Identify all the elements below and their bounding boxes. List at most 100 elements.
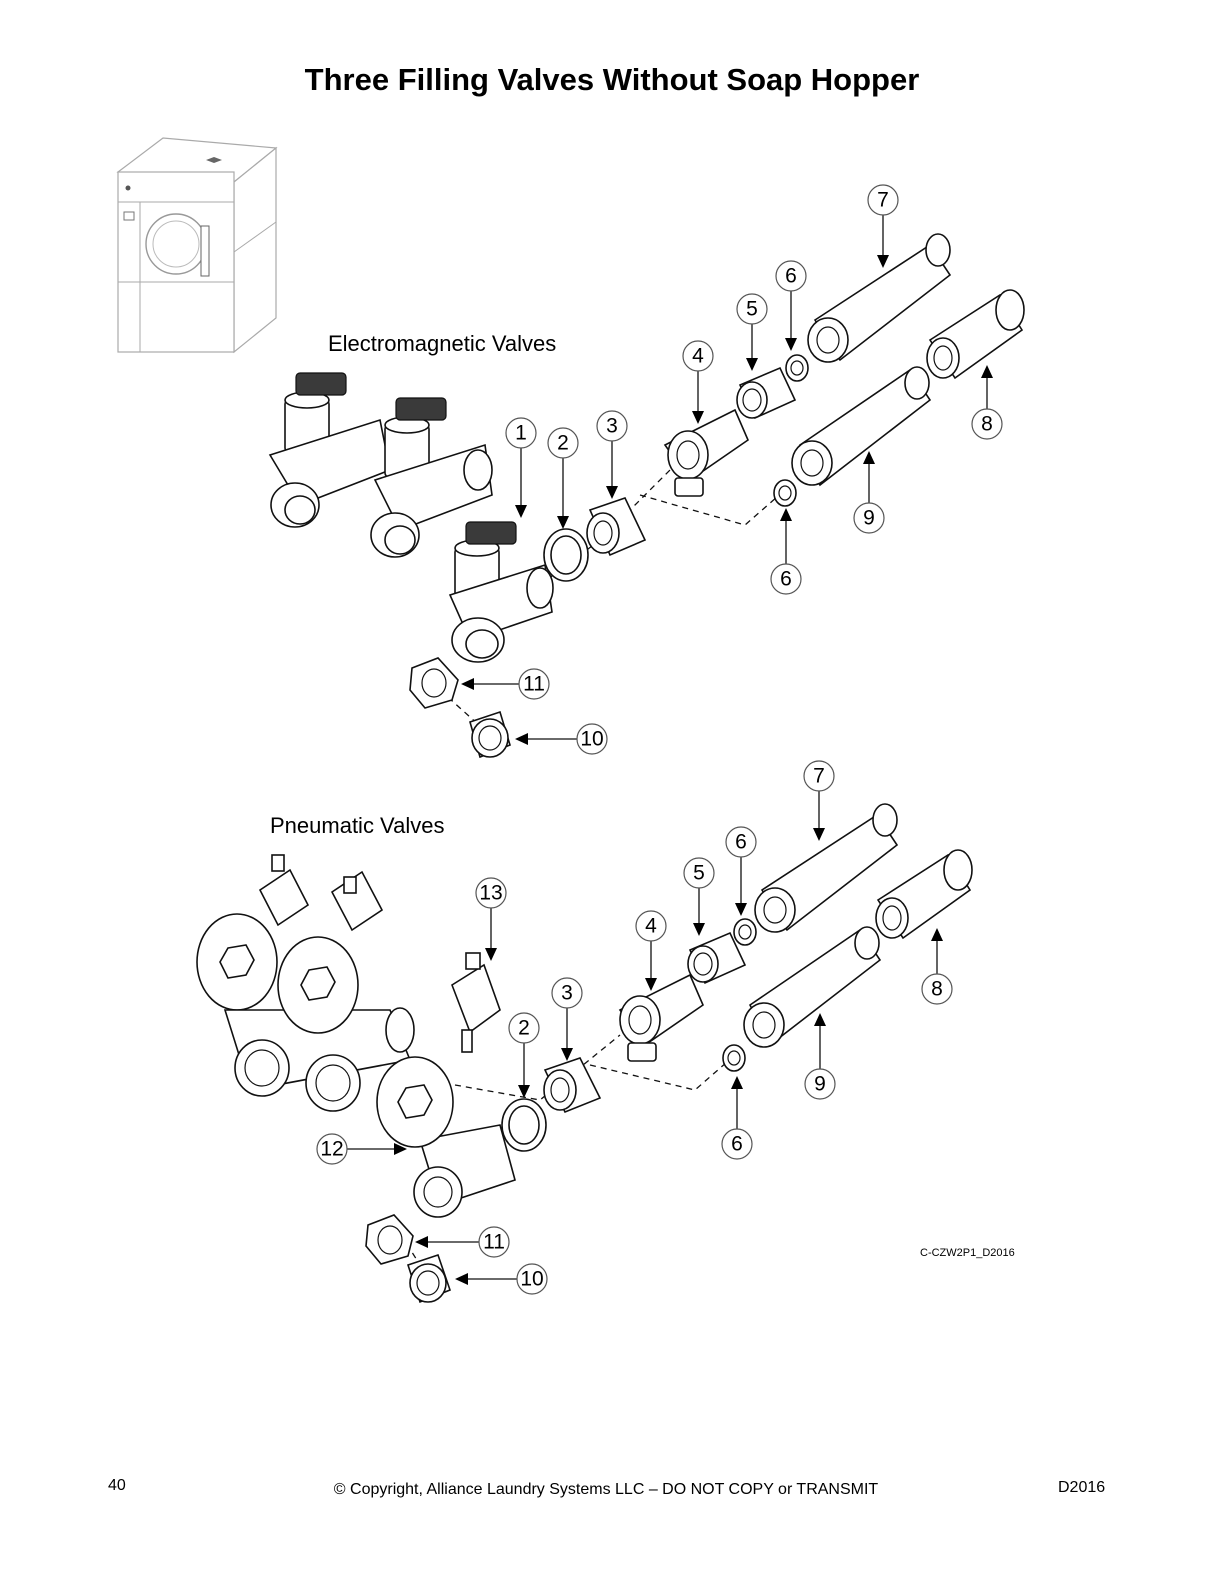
page-number: 40 [108,1477,126,1494]
callout-circle [478,1226,510,1258]
callout-1: 1 [505,417,537,449]
callout-number: 2 [557,432,569,455]
part-4-strainer [663,408,749,497]
part-12-pneumatic-valve [376,1056,516,1218]
part-4-strainer [618,973,704,1062]
callout-5: 5 [736,293,768,325]
callout-7: 7 [803,760,835,792]
callout-6: 6 [721,1128,753,1160]
callout-circle [682,340,714,372]
callout-circle [721,1128,753,1160]
part-3-nipple [586,497,647,557]
callout-9: 9 [804,1068,836,1100]
callout-4: 4 [682,340,714,372]
callout-11: 11 [518,668,550,700]
callout-6: 6 [775,260,807,292]
part-11-bushing [365,1214,414,1265]
electromagnetic-assembly [268,214,1025,759]
part-6-washer-lower [722,1044,746,1072]
callout-number: 12 [320,1138,343,1161]
callout-2: 2 [508,1012,540,1044]
part-1-solenoid-valve [448,521,554,663]
callout-circle [921,973,953,1005]
callout-circle [551,977,583,1009]
callout-number: 9 [863,507,875,530]
page-title: Three Filling Valves Without Soap Hopper [304,62,920,97]
callout-circle [475,877,507,909]
part-6-washer-lower [773,479,797,507]
part-10-nipple [469,710,511,759]
callout-10: 10 [576,723,608,755]
callout-circle [736,293,768,325]
callout-13: 13 [475,877,507,909]
callout-circle [683,857,715,889]
callout-number: 8 [931,978,943,1001]
callout-8: 8 [971,408,1003,440]
callout-3: 3 [596,410,628,442]
callout-10: 10 [516,1263,548,1295]
part-6-washer [733,918,757,946]
part-5-nipple [687,931,747,985]
callout-3: 3 [551,977,583,1009]
callout-circle [775,260,807,292]
callout-number: 3 [561,982,573,1005]
callout-circle [804,1068,836,1100]
callout-number: 5 [693,862,705,885]
callout-circle [853,502,885,534]
callout-circle [508,1012,540,1044]
copyright-text: © Copyright, Alliance Laundry Systems LL… [333,1481,879,1498]
callout-number: 9 [814,1073,826,1096]
part-10-nipple [406,1253,452,1304]
part-6-washer [785,354,809,382]
document-code: D2016 [1058,1479,1106,1496]
callout-number: 13 [479,882,502,905]
callout-number: 5 [746,298,758,321]
part-7-hose [807,233,952,363]
solenoid-valve-bank [268,372,493,558]
callout-number: 10 [520,1268,543,1291]
callout-number: 8 [981,413,993,436]
callout-number: 4 [692,345,704,368]
callout-circle [635,910,667,942]
callout-7: 7 [867,184,899,216]
drawing-code: C-CZW2P1_D2016 [920,1247,1015,1259]
callout-number: 11 [483,1231,505,1254]
part-8-fitting [926,289,1025,380]
section-label-electromagnetic: Electromagnetic Valves [328,331,557,356]
callout-4: 4 [635,910,667,942]
callout-circle [516,1263,548,1295]
callout-number: 6 [735,831,747,854]
pneumatic-assembly [196,790,973,1304]
callout-circle [803,760,835,792]
callout-number: 10 [580,728,603,751]
callout-number: 1 [515,422,527,445]
callout-circle [596,410,628,442]
callout-8: 8 [921,973,953,1005]
callout-number: 7 [877,189,889,212]
callout-5: 5 [683,857,715,889]
part-3-nipple [543,1057,602,1114]
washer-machine-thumbnail [116,137,278,354]
callout-circle [576,723,608,755]
callout-number: 11 [523,673,545,696]
callout-number: 3 [606,415,618,438]
callout-number: 7 [813,765,825,788]
callout-6: 6 [770,563,802,595]
pneumatic-valve-bank [196,854,415,1112]
callout-circle [867,184,899,216]
part-9-hose [791,366,932,487]
callout-number: 6 [780,568,792,591]
part-8-fitting [875,849,973,940]
callout-6: 6 [725,826,757,858]
callout-circle [316,1133,348,1165]
callout-number: 6 [785,265,797,288]
part-5-nipple [736,366,797,420]
callout-9: 9 [853,502,885,534]
callout-number: 6 [731,1133,743,1156]
callout-number: 2 [518,1017,530,1040]
part-13-pilot-solenoid [451,952,501,1053]
part-7-hose [754,803,899,933]
callout-circle [770,563,802,595]
callout-circle [518,668,550,700]
section-label-pneumatic: Pneumatic Valves [270,813,445,838]
